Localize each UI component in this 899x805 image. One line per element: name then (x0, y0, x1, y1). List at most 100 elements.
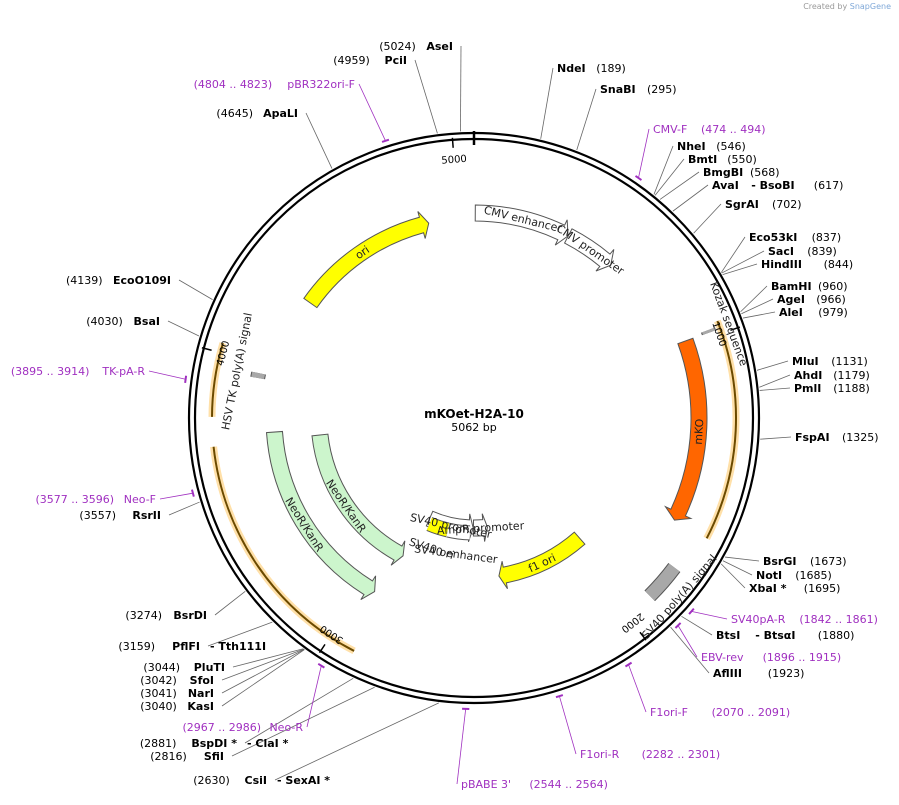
primer-range: (2070 .. 2091) (712, 706, 791, 719)
enzyme-position: (1179) (833, 369, 870, 382)
enzyme-name: RsrII (132, 509, 161, 522)
enzyme-position: (3040) (140, 700, 177, 713)
enzyme-label: SacI(839) (768, 245, 837, 258)
enzyme-leader (654, 146, 673, 194)
enzyme-label: AleI (979) (779, 306, 848, 319)
enzyme-label: SfiI (2816) (150, 750, 224, 763)
feature-neor-kanr-label: NeoR/KanR (282, 495, 326, 554)
enzyme-name: BmgBI (703, 166, 743, 179)
enzyme-name: XbaI * (749, 582, 787, 595)
enzyme-position: (2881) (140, 737, 177, 750)
enzyme-label: EcoO109I(4139) (66, 274, 171, 287)
enzyme-name-2: - BtsαI (755, 629, 795, 642)
enzyme-position: (2630) (193, 774, 230, 787)
enzyme-name: Eco53kI (749, 231, 797, 244)
primer-leader (457, 709, 466, 784)
enzyme-label: AgeI(966) (777, 293, 846, 306)
primer-label: F1ori-F (2070 .. 2091) (650, 706, 790, 719)
enzyme-name-2: - SexAI * (277, 774, 330, 787)
enzyme-position: (960) (818, 280, 848, 293)
enzyme-position: (839) (807, 245, 837, 258)
enzyme-leader (179, 280, 213, 300)
enzyme-leader (760, 388, 790, 390)
enzyme-label: SnaBI (295) (600, 83, 677, 96)
enzyme-leader (743, 312, 775, 318)
enzyme-name: SfiI (204, 750, 224, 763)
enzyme-position: (4139) (66, 274, 103, 287)
primer-name: TK-pA-R (101, 365, 145, 378)
enzyme-label: HindIII(844) (761, 258, 853, 271)
enzyme-label: BtsI- BtsαI(1880) (716, 629, 854, 642)
primer-name: F1ori-F (650, 706, 688, 719)
enzyme-name: SnaBI (600, 83, 636, 96)
enzyme-name: CsiI (245, 774, 267, 787)
primer-leader (678, 625, 697, 657)
primer-name: SV40pA-R (731, 613, 786, 626)
enzyme-position: (550) (727, 153, 757, 166)
enzyme-position: (1188) (833, 382, 870, 395)
enzyme-name: AhdI (794, 369, 822, 382)
enzyme-leader (694, 204, 721, 233)
enzyme-label: NdeI(189) (557, 62, 626, 75)
enzyme-name: AvaI (712, 179, 739, 192)
enzyme-leader (222, 649, 304, 693)
enzyme-label: BsrDI (3274) (125, 609, 207, 622)
enzyme-position: (4959) (333, 54, 370, 67)
primer-leader (691, 611, 727, 619)
enzyme-name-2: - Tth111I (210, 640, 266, 653)
enzyme-name: PmlI (794, 382, 821, 395)
feature-neor-kanr-label: NeoR/KanR (323, 477, 369, 535)
enzyme-label: PflFI- Tth111I(3159) (118, 640, 266, 653)
feature-hsv-tk-poly-a-signal (258, 373, 259, 378)
primer-name: Neo-F (124, 493, 156, 506)
enzyme-position: (2816) (150, 750, 187, 763)
primer-label: F1ori-R(2282 .. 2301) (580, 748, 720, 761)
primer-range: (2282 .. 2301) (642, 748, 721, 761)
primer-range: (3895 .. 3914) (11, 365, 90, 378)
tick-label: 5000 (441, 154, 467, 167)
enzyme-leader (681, 616, 712, 635)
enzyme-leader (222, 649, 304, 680)
primer-label: Neo-F(3577 .. 3596) (35, 493, 156, 506)
enzyme-label: PmlI (1188) (794, 382, 870, 395)
enzyme-position: (702) (772, 198, 802, 211)
feature-sv40-enhancer-label: SV40 enhancer (414, 542, 499, 566)
enzyme-label: MluI(1131) (792, 355, 868, 368)
enzyme-name: HindIII (761, 258, 802, 271)
primer-leader (638, 129, 649, 178)
enzyme-name: NarI (188, 687, 214, 700)
plasmid-name: mKOet-H2A-10 (424, 407, 524, 421)
enzyme-position: (1673) (810, 555, 847, 568)
enzyme-position: (295) (647, 83, 677, 96)
enzyme-position: (568) (750, 166, 780, 179)
enzyme-leader (460, 46, 461, 131)
primer-name: pBR322ori-F (287, 78, 355, 91)
enzyme-name: BsrDI (173, 609, 207, 622)
enzyme-position: (3044) (143, 661, 180, 674)
enzyme-leader (168, 321, 199, 336)
enzyme-name: AleI (779, 306, 803, 319)
enzyme-position: (5024) (379, 40, 416, 53)
feature-mko-label: mKO (692, 418, 707, 445)
enzyme-position: (1685) (795, 569, 832, 582)
enzyme-label: BmgBI (568) (703, 166, 780, 179)
enzyme-position: (3041) (140, 687, 177, 700)
enzyme-name: AgeI (777, 293, 805, 306)
primer-leader (629, 665, 646, 712)
enzyme-name: BspDI * (191, 737, 237, 750)
primer-name: Neo-R (269, 721, 303, 734)
primer-name: EBV-rev (701, 651, 744, 664)
enzyme-position: (979) (818, 306, 848, 319)
enzyme-name: BamHI (771, 280, 812, 293)
enzyme-leader (673, 185, 708, 211)
enzyme-name: AflIII (713, 667, 742, 680)
enzyme-position: (3159) (118, 640, 155, 653)
enzyme-name: ApaLI (263, 107, 298, 120)
enzyme-label: NarI (3041) (140, 687, 214, 700)
enzyme-label: AseI(5024) (379, 40, 453, 53)
enzyme-name: SgrAI (725, 198, 759, 211)
enzyme-label: SfoI(3042) (140, 674, 214, 687)
primer-leader (149, 371, 186, 379)
enzyme-name: BsaI (134, 315, 160, 328)
enzyme-position: (3274) (125, 609, 162, 622)
